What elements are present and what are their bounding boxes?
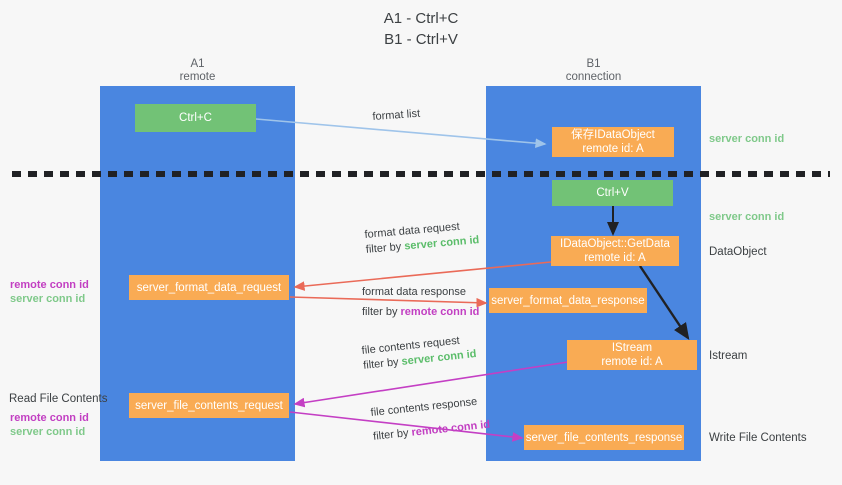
edge-label-file-contents-response: file contents response filter by remote … xyxy=(370,394,491,445)
node-getdata-line1: IDataObject::GetData xyxy=(560,238,670,250)
left-label-conn-ids-format: remote conn id server conn id xyxy=(10,278,89,306)
left-server-conn-id-2: server conn id xyxy=(10,426,86,438)
right-label-server-conn-id-top: server conn id xyxy=(709,133,785,145)
left-remote-conn-id-2: remote conn id xyxy=(10,412,89,424)
right-label-data-object: DataObject xyxy=(709,246,767,258)
edge-file-contents-response-line2: filter by remote conn id xyxy=(373,418,491,445)
node-save-idataobject-line1: 保存IDataObject xyxy=(571,129,655,141)
node-server-file-contents-request[interactable]: server_file_contents_request xyxy=(129,393,289,418)
node-server-format-data-request-label: server_format_data_request xyxy=(136,281,282,294)
page-title: A1 - Ctrl+C B1 - Ctrl+V xyxy=(0,8,842,50)
edge-format-data-response-line1: format data response xyxy=(362,286,466,298)
node-server-file-contents-request-label: server_file_contents_request xyxy=(135,399,283,412)
title-line-2: B1 - Ctrl+V xyxy=(384,31,458,48)
left-label-conn-ids-file: remote conn id server conn id xyxy=(10,411,89,439)
node-getdata-line2: remote id: A xyxy=(584,252,646,264)
node-istream[interactable]: IStream remote id: A xyxy=(567,340,697,370)
column-header-a1: A1 remote xyxy=(100,58,295,84)
remote-conn-id-1: remote conn id xyxy=(400,306,480,318)
edge-label-format-list-text: format list xyxy=(372,107,421,123)
column-a1-name: A1 xyxy=(190,58,205,70)
column-b1-name: B1 xyxy=(586,58,601,70)
node-server-file-contents-response[interactable]: server_file_contents_response xyxy=(524,425,684,450)
right-label-write-file-contents: Write File Contents xyxy=(709,432,807,444)
remote-conn-id-2: remote conn id xyxy=(410,418,491,439)
right-label-server-conn-id-mid: server conn id xyxy=(709,211,785,223)
edge-label-format-data-response: format data response filter by remote co… xyxy=(362,285,479,320)
left-remote-conn-id-1: remote conn id xyxy=(10,279,89,291)
node-save-idataobject-line2: remote id: A xyxy=(582,143,644,155)
column-header-b1: B1 connection xyxy=(486,58,701,84)
edge-label-format-data-request: format data request filter by server con… xyxy=(364,218,480,258)
node-ctrl-c[interactable]: Ctrl+C xyxy=(135,104,256,132)
node-server-file-contents-response-label: server_file_contents_response xyxy=(525,431,683,444)
node-ctrl-v[interactable]: Ctrl+V xyxy=(552,180,673,206)
node-istream-line2: remote id: A xyxy=(601,356,663,368)
column-b1-sub: connection xyxy=(565,71,622,83)
node-server-format-data-response[interactable]: server_format_data_response xyxy=(489,288,647,313)
node-save-idataobject[interactable]: 保存IDataObject remote id: A xyxy=(552,127,674,157)
edge-label-format-list: format list xyxy=(372,107,421,125)
edge-label-file-contents-request: file contents request filter by server c… xyxy=(361,332,477,374)
filter-by-text-4: filter by xyxy=(372,427,410,443)
filter-by-text-2: filter by xyxy=(362,306,398,318)
title-line-1: A1 - Ctrl+C xyxy=(383,10,459,27)
node-ctrl-c-label: Ctrl+C xyxy=(179,112,212,124)
node-idataobject-getdata[interactable]: IDataObject::GetData remote id: A xyxy=(551,236,679,266)
node-server-format-data-response-label: server_format_data_response xyxy=(491,294,645,307)
column-a1-sub: remote xyxy=(179,71,216,83)
left-label-read-file-contents: Read File Contents xyxy=(9,393,108,405)
filter-by-text-3: filter by xyxy=(362,356,400,372)
right-label-istream: Istream xyxy=(709,350,748,362)
node-server-format-data-request[interactable]: server_format_data_request xyxy=(129,275,289,300)
edge-file-contents-response-line1: file contents response xyxy=(370,395,478,419)
filter-by-text-1: filter by xyxy=(365,240,402,256)
left-server-conn-id-1: server conn id xyxy=(10,293,86,305)
edge-format-data-response-line2: filter by remote conn id xyxy=(362,305,479,320)
node-ctrl-v-label: Ctrl+V xyxy=(596,187,629,199)
node-istream-line1: IStream xyxy=(611,342,653,354)
